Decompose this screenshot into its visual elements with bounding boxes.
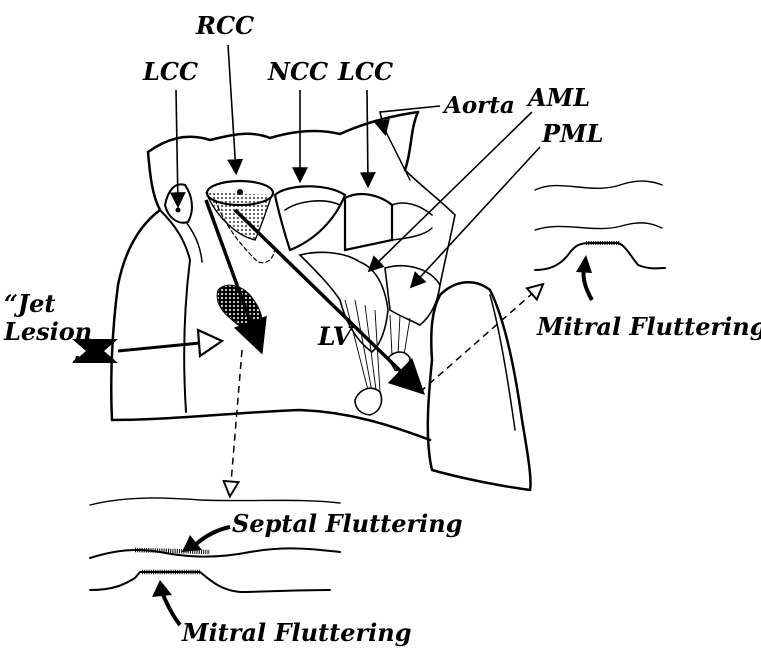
label-mitral-fluttering-right: Mitral Fluttering — [536, 312, 761, 341]
heart-outline — [111, 112, 530, 490]
label-lv: LV — [317, 322, 355, 351]
ncc-cusp-shape — [275, 186, 345, 250]
pml-leaflet — [385, 266, 440, 325]
label-lcc-right: LCC — [337, 57, 393, 86]
tracing-right — [535, 181, 665, 300]
papillary-muscle-1 — [355, 388, 382, 415]
label-ncc: NCC — [267, 57, 328, 86]
dashed-arrow-down — [230, 350, 242, 495]
lcc-cusp-shape — [345, 194, 392, 250]
label-lcc-left: LCC — [142, 57, 198, 86]
label-pml: PML — [541, 119, 604, 148]
label-aml: AML — [526, 83, 590, 112]
jet-lesion-pointer — [72, 330, 222, 363]
label-aorta: Aorta — [442, 92, 515, 119]
label-jet-line1: “Jet — [4, 289, 56, 318]
label-rcc: RCC — [195, 11, 254, 40]
label-mitral-fluttering-bottom: Mitral Fluttering — [181, 618, 411, 647]
aortic-valve-cusps — [165, 181, 432, 263]
label-jet-line2: Lesion — [3, 317, 92, 346]
label-septal-fluttering: Septal Fluttering — [232, 509, 463, 538]
label-jet-quote: ” — [72, 351, 86, 380]
